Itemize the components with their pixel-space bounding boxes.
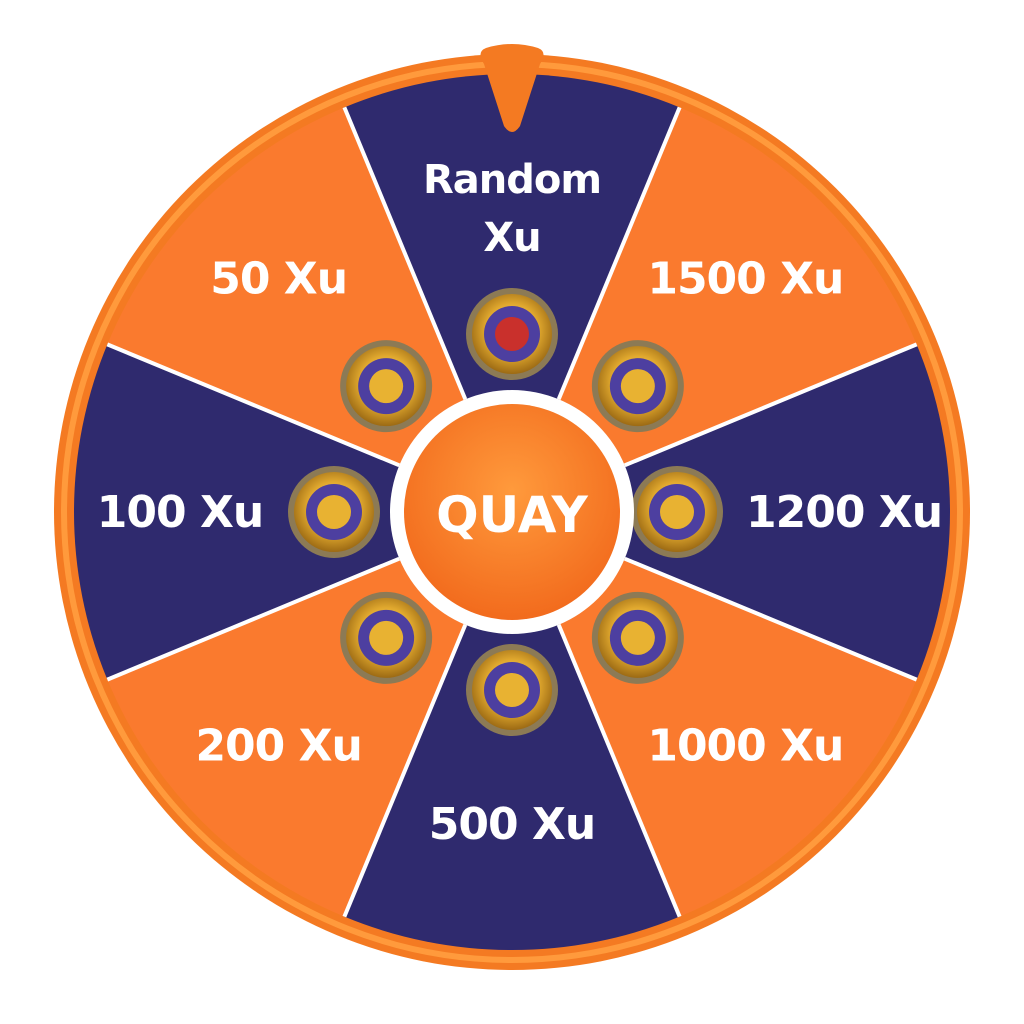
wheel-dividers [106, 106, 918, 918]
wheel-segment-label: 1200 Xu [746, 487, 942, 538]
wheel-divider [623, 556, 918, 682]
wheel-divider [623, 342, 918, 468]
money-bag-coin-icon [340, 340, 433, 433]
wheel-pointer-icon [480, 44, 544, 132]
wheel-segment-label: 1000 Xu [647, 720, 843, 771]
treasure-chest-coin-icon [591, 340, 684, 433]
wheel-segment-label: Xu [483, 215, 540, 261]
spin-button-label[interactable]: QUAY [436, 486, 588, 544]
wheel-segment-label: 200 Xu [195, 720, 361, 771]
wheel-prize-icons [288, 288, 723, 736]
wheel-segment-label: Random [423, 157, 601, 203]
coin-bag-coin-icon [340, 591, 433, 684]
wheel-divider [556, 623, 682, 918]
wheel-divider [342, 106, 468, 401]
coin-chest-coin-icon [466, 644, 558, 736]
wheel-segment [512, 344, 950, 680]
wheel-segment-label: 1500 Xu [647, 254, 843, 305]
wheel-divider [106, 342, 401, 468]
wheel-segment-label: 50 Xu [210, 254, 347, 305]
wheel-divider [342, 623, 468, 918]
coin-stack-coin-icon [288, 466, 380, 558]
spin-button-face[interactable] [404, 404, 620, 620]
spin-button[interactable]: QUAY [390, 390, 634, 634]
gold-coins-coin-icon [631, 466, 723, 558]
wheel-divider [106, 556, 401, 682]
wheel-divider [556, 106, 682, 401]
wheel-segment-label: 500 Xu [429, 799, 595, 850]
mystery-coin-icon [466, 288, 558, 380]
wheel-segment-label: 100 Xu [97, 487, 263, 538]
coin-pile-coin-icon [591, 591, 684, 684]
